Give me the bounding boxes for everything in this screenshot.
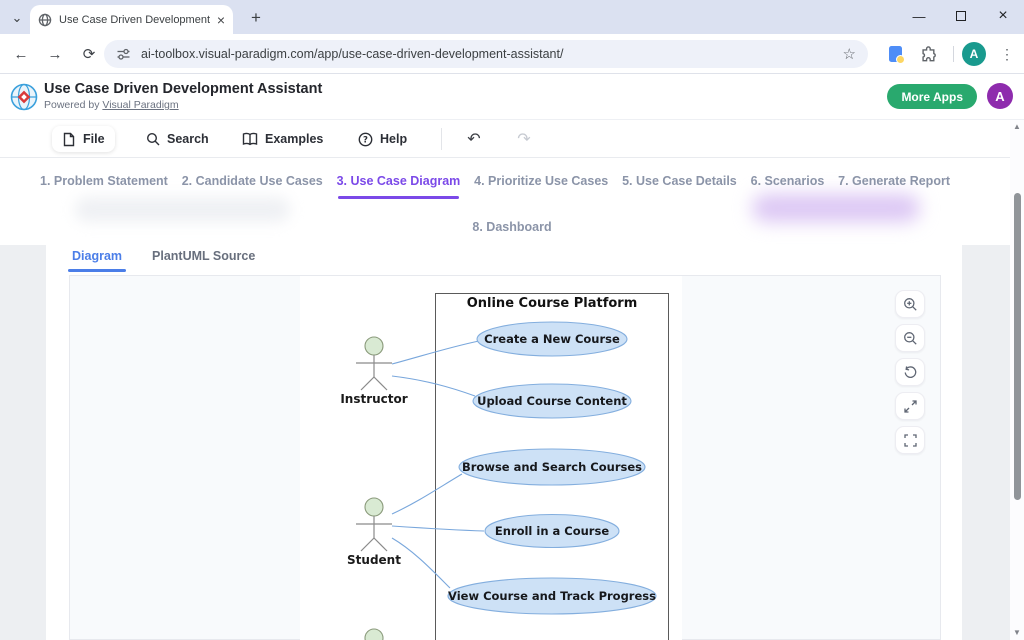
connector-lines [391, 340, 485, 589]
tab-search-chevron-icon[interactable]: ⌄ [11, 10, 23, 25]
step-dashboard[interactable]: 8. Dashboard [472, 220, 552, 234]
use-case-label: View Course and Track Progress [448, 589, 656, 603]
powered-by: Powered by Visual Paradigm [44, 99, 179, 111]
page-title: Use Case Driven Development Assistant [44, 81, 323, 97]
scroll-up-icon[interactable]: ▲ [1013, 122, 1021, 131]
window-controls: — × [898, 0, 1024, 34]
step-problem-statement[interactable]: 1. Problem Statement [40, 174, 168, 188]
use-case-label: Upload Course Content [477, 394, 627, 408]
browser-menu-icon[interactable]: ⋮ [1000, 45, 1014, 62]
expand-button[interactable] [895, 392, 925, 420]
visual-paradigm-link[interactable]: Visual Paradigm [102, 99, 179, 111]
scrollbar-thumb[interactable] [1013, 193, 1021, 500]
browser-address-bar: ← → ⟳ ai-toolbox.visual-paradigm.com/app… [0, 34, 1024, 74]
extensions-puzzle-icon[interactable] [920, 46, 937, 63]
file-menu-button[interactable]: File [52, 126, 115, 152]
use-case-ovals: Create a New Course Upload Course Conten… [447, 321, 657, 615]
app-user-avatar[interactable]: A [987, 83, 1013, 109]
divider [953, 46, 954, 62]
window-maximize-button[interactable] [940, 0, 982, 32]
tab-plantuml-source[interactable]: PlantUML Source [152, 249, 256, 263]
forward-button[interactable]: → [47, 45, 63, 63]
browser-tab-strip: ⌄ Use Case Driven Development / × + — × [0, 0, 1024, 34]
blurred-element [75, 197, 290, 222]
redo-button: ↷ [517, 131, 531, 148]
view-tabs: Diagram PlantUML Source [67, 249, 256, 272]
reset-view-button[interactable] [895, 358, 925, 386]
blurred-action-button[interactable] [752, 194, 920, 222]
tab-close-icon[interactable]: × [216, 11, 225, 28]
zoom-in-icon [903, 297, 917, 311]
use-case-label: Create a New Course [484, 332, 620, 346]
diagram-canvas: Online Course Platform [300, 276, 682, 640]
fullscreen-button[interactable] [895, 426, 925, 454]
extension-shortcut-icon[interactable] [889, 46, 905, 64]
tab-diagram[interactable]: Diagram [67, 249, 127, 272]
system-title: Online Course Platform [467, 296, 638, 311]
browser-profile-avatar[interactable]: A [962, 42, 986, 66]
globe-favicon-icon [38, 13, 52, 26]
back-button[interactable]: ← [13, 45, 29, 63]
help-menu-button[interactable]: ? Help [348, 126, 417, 152]
expand-arrows-icon [903, 399, 917, 413]
step-prioritize-use-cases[interactable]: 4. Prioritize Use Cases [474, 174, 609, 188]
step-use-case-diagram[interactable]: 3. Use Case Diagram [336, 174, 461, 199]
step-use-case-details[interactable]: 5. Use Case Details [622, 174, 737, 188]
new-tab-button[interactable]: + [251, 8, 261, 27]
undo-button[interactable]: ↶ [467, 131, 481, 148]
zoom-in-button[interactable] [895, 290, 925, 318]
step-row: 1. Problem Statement 2. Candidate Use Ca… [40, 174, 950, 199]
step-scenarios[interactable]: 6. Scenarios [750, 174, 825, 188]
use-case-label: Enroll in a Course [495, 524, 609, 538]
extension-badge [896, 55, 905, 64]
use-case-diagram: Online Course Platform [340, 293, 669, 640]
zoom-controls [895, 290, 925, 454]
reload-button[interactable]: ⟳ [82, 46, 96, 63]
file-icon [63, 132, 75, 146]
actor-label: Student [347, 553, 401, 567]
url-text: ai-toolbox.visual-paradigm.com/app/use-c… [141, 47, 564, 61]
actor-student: Student [347, 497, 401, 567]
fullscreen-corners-icon [903, 433, 917, 447]
examples-menu-button[interactable]: Examples [232, 126, 333, 152]
zoom-out-icon [903, 331, 917, 345]
step-navigation: 1. Problem Statement 2. Candidate Use Ca… [0, 158, 1024, 245]
actor-partial [364, 628, 384, 640]
maximize-icon [956, 11, 966, 21]
step-generate-report[interactable]: 7. Generate Report [838, 174, 950, 188]
visual-paradigm-logo [10, 83, 38, 111]
actor-instructor: Instructor [340, 336, 408, 406]
scroll-down-icon[interactable]: ▼ [1013, 628, 1021, 637]
window-minimize-button[interactable]: — [912, 8, 926, 24]
actor-label: Instructor [340, 392, 407, 406]
bookmark-star-icon[interactable]: ☆ [842, 46, 856, 63]
more-apps-button[interactable]: More Apps [887, 84, 977, 109]
zoom-out-button[interactable] [895, 324, 925, 352]
app-toolbar: File Search Examples ? Help ↶ ↷ [0, 120, 1024, 158]
search-icon [146, 132, 160, 146]
main-content: Diagram PlantUML Source Online Course Pl… [0, 245, 1024, 640]
content-card: Diagram PlantUML Source Online Course Pl… [46, 245, 962, 640]
site-settings-icon[interactable] [116, 47, 131, 61]
app-header: Use Case Driven Development Assistant Po… [0, 74, 1024, 120]
divider [441, 128, 442, 150]
search-menu-button[interactable]: Search [136, 126, 219, 152]
book-icon [242, 132, 258, 146]
use-case-label: Browse and Search Courses [462, 460, 642, 474]
url-omnibox[interactable]: ai-toolbox.visual-paradigm.com/app/use-c… [104, 40, 868, 68]
diagram-panel: Online Course Platform [69, 275, 941, 640]
browser-tab[interactable]: Use Case Driven Development / × [30, 5, 233, 34]
window-close-button[interactable]: × [998, 7, 1008, 24]
svg-text:?: ? [363, 135, 368, 145]
reset-icon [904, 365, 916, 378]
page-scrollbar[interactable]: ▲ ▼ [1010, 120, 1024, 640]
help-icon: ? [358, 132, 373, 146]
tab-title: Use Case Driven Development / [59, 13, 210, 26]
step-candidate-use-cases[interactable]: 2. Candidate Use Cases [181, 174, 323, 188]
